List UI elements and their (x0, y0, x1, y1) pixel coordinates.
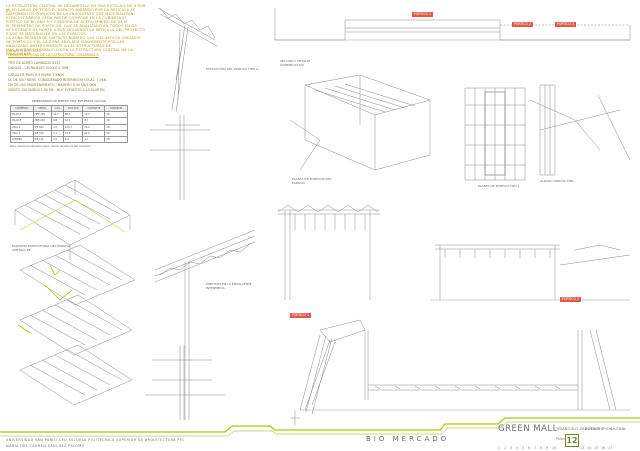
spec-line: TIPO DE ACERO LAMINADO S355 (8, 61, 61, 65)
page-number[interactable]: 6 (528, 446, 531, 450)
annotation: PLANTA DE PORTICOS DEL ESPACIO (292, 177, 332, 185)
page-number[interactable]: 1 (498, 446, 501, 450)
annotation: ESQUEMA ESTRUCTURAL DEL ESPACIO CENTRAL … (12, 244, 71, 252)
frame-3d-view (304, 74, 431, 171)
column-detail-1 (150, 115, 210, 200)
annotation: ESTRUCTURA DEL PORTICO TIPO A (206, 67, 258, 71)
page-number[interactable]: 10 (552, 446, 557, 450)
page-number[interactable]: 2 (504, 446, 507, 450)
portico-section-bottom (290, 319, 630, 425)
subtitle-left: TRIANGULO ZAGUTANS (556, 426, 601, 431)
spec-line: SC DE USO NIEVE, CONSIDERADO INTERMEDIO … (8, 78, 107, 82)
portico-elevation-2 (430, 244, 631, 301)
annotation: PORTICOS EN LA ENVOLVENTE INTERMEDIA (206, 282, 252, 290)
table-title: DIMENSIONADO DE PORTICO TIPO: ESFUERZOS … (31, 100, 107, 103)
highlight-mark (17, 324, 31, 334)
page-number[interactable]: 8 (540, 446, 543, 450)
plan-detail-right (539, 84, 631, 176)
table-cell: OK (104, 135, 128, 144)
calculation-table: DIMENSIONADO DE PORTICO TIPO: ESFUERZOS … (10, 100, 128, 148)
portico-tag: PORTICO 2 (512, 22, 534, 27)
panel-number: 12 (565, 434, 579, 447)
header-line: DE PORTICOS Y EL LA ZONA ANCLADA SUAVEME… (6, 40, 125, 44)
header-line: LA ESTRUCTURA CENTRAL SE DESARROLLA EN U… (6, 4, 146, 13)
header-line: EL PERIMETRO DE PORTICOS, QUE SE ANALIZA… (6, 24, 137, 28)
column-detail-2 (145, 345, 225, 420)
page-number[interactable]: 7 (534, 446, 537, 450)
spec-line: VIENTO 150 NUDOS 1.80 KN - MUY EXPUESTO … (8, 88, 105, 92)
project-title: BIO MERCADO (366, 435, 450, 443)
page-number[interactable]: 13 (580, 446, 585, 450)
table-cell: IPE 140 (32, 135, 53, 144)
portico-tag: PORTICO 3 (555, 22, 577, 27)
header-line: SE EXTIENDE DE NORTE A SUR SIGUIENDO LA … (6, 28, 146, 32)
isometric-truss-3 (19, 294, 133, 356)
perspective-sketch (289, 99, 621, 171)
annotation: ALZADO CERCHA TIPO (540, 179, 574, 183)
header-line: MAS RIGIDAS EN PARALELO CON LA ESTRUCTUR… (6, 48, 134, 52)
diagonal-truss-top (157, 7, 218, 113)
annotation: SECCION Y DETALLE CONSTRUCTIVO (280, 59, 311, 67)
header-line: LA ZONA RESULTA DE DISTINTO NUMERO QUE L… (6, 36, 141, 40)
subtitle-right: ROTA-CHIPIONA-SANL (585, 426, 627, 431)
table-cell: 2.1 (82, 135, 106, 144)
portico-elevation-1 (277, 204, 380, 300)
page-number[interactable]: 3 (510, 446, 513, 450)
site-elevation (274, 8, 631, 41)
page-number[interactable]: 14 (587, 446, 592, 450)
portico-tag: PORTICO 1 (290, 313, 312, 318)
header-line: ENVOLVENTE (6, 52, 32, 56)
header-line: PORTICO DE 60 AND 5 Y CUBIERTA DE ACERO … (6, 20, 128, 24)
highlight-mark (49, 264, 61, 276)
author-label: MARIA DEL CARMEN SANCHEZ PALOMO (6, 444, 85, 448)
diagonal-truss-mid (154, 229, 256, 420)
page-number[interactable]: 4 (516, 446, 519, 450)
page-number[interactable]: 5 (522, 446, 525, 450)
isometric-truss-1 (14, 179, 131, 260)
annotation: PLANTA DE PORTICO TIPO 1 (478, 184, 520, 188)
spec-line: CARGAS - CM PANELES 300 KG A 30M (8, 66, 69, 70)
footer-band (0, 417, 640, 437)
page-number[interactable]: 16 (601, 446, 606, 450)
structure-title: CARACTERISTICAS DE LA ESTRUCTURA: COLUMN… (8, 53, 99, 57)
header-line: DISPONEN LOS PORTICOS DE LA ENVOLVENTE Q… (6, 12, 134, 16)
plan-grid (464, 87, 526, 181)
panel-label: Panel (556, 437, 565, 441)
spec-line: CARGA DE RAYO 0,3 KN/M2 1 KN/M (8, 73, 64, 77)
header-line: ESPACIOS VARIOS CADA PAR DE COMPONE EN L… (6, 16, 127, 20)
portico-tag: PORTICO 1 (412, 12, 434, 17)
portico-tag: PORTICO 2 (560, 297, 582, 302)
page-number[interactable]: 17 (608, 446, 613, 450)
table-note: Nota: valores de esfuerzos segun calculo… (10, 145, 91, 149)
brand-title: GREEN MALL (498, 424, 558, 434)
isometric-truss-4 (19, 344, 133, 406)
header-line: ANALIZADO ANTERIORMENTE A LAS ESTRUCTURA… (6, 44, 112, 53)
page-number[interactable]: 9 (546, 446, 549, 450)
spec-line: CM DE USO MANTENIMIENTO - MADERO 0,40 KN… (8, 83, 97, 87)
header-line: Y QUE SE MATERIALIZA EN LOS ESPACIOS (6, 32, 86, 36)
page-number[interactable]: 15 (594, 446, 599, 450)
isometric-truss-2 (19, 244, 136, 306)
university-label: UNIVERSIDAD SAN PABLO CEU ESCUELA POLITE… (6, 438, 185, 442)
header-line: M. LO LARGO DE TODO EL ESPACIO MIRANDO P… (6, 8, 136, 12)
